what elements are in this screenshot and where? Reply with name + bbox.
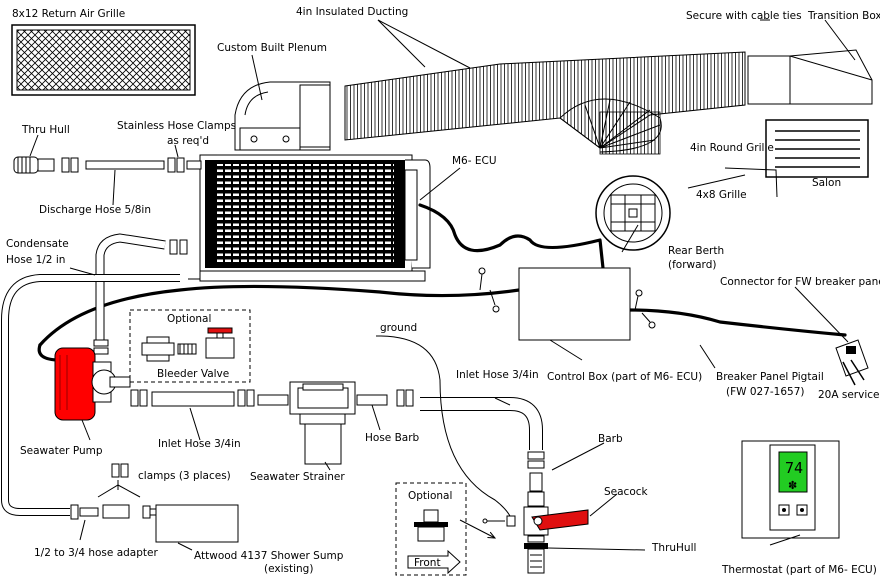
- hose-clamps-strainer-out: [396, 389, 414, 407]
- label-breaker-pigtail-2: (FW 027-1657): [726, 386, 805, 398]
- drain-loop-hose: [0, 274, 180, 516]
- label-rear-berth-2: (forward): [668, 259, 716, 271]
- hose-barb-right: [356, 394, 388, 406]
- label-bleeder-valve: Bleeder Valve: [157, 368, 229, 380]
- label-clamps-3: clamps (3 places): [138, 470, 231, 482]
- m6-ecu-unit: [188, 154, 431, 282]
- hose-adapter: [70, 504, 157, 520]
- ecu-discharge-stub: [186, 160, 202, 170]
- label-condensate-1: Condensate: [6, 238, 69, 250]
- label-shower-sump-2: (existing): [264, 563, 313, 575]
- label-condensate-2: Hose 1/2 in: [6, 254, 65, 266]
- label-ground: ground: [380, 322, 417, 334]
- label-shower-sump-1: Attwood 4137 Shower Sump: [194, 550, 344, 562]
- label-stainless-clamps-2: as req'd: [167, 135, 209, 147]
- ground-wire: [375, 335, 516, 527]
- label-round-grille: 4in Round Grille: [690, 142, 774, 154]
- thermostat: [741, 440, 840, 539]
- custom-plenum: [234, 81, 331, 151]
- label-optional-2: Optional: [408, 490, 452, 502]
- round-grille-4in: [765, 119, 869, 178]
- thermostat-fan-icon: ✽: [788, 479, 797, 492]
- transition-box: [747, 49, 873, 105]
- label-fw-connector: Connector for FW breaker panel.: [720, 276, 880, 288]
- inlet-hose-right: [420, 397, 543, 450]
- hose-clamps-discharge: [61, 157, 185, 173]
- control-box: [518, 267, 631, 341]
- wire-terminals: [478, 267, 656, 329]
- shower-sump: [155, 504, 239, 543]
- label-return-air-grille: 8x12 Return Air Grille: [12, 8, 125, 20]
- label-grille-4x8: 4x8 Grille: [696, 189, 747, 201]
- label-insulated-ducting: 4in Insulated Ducting: [296, 6, 408, 18]
- label-salon: Salon: [812, 177, 841, 189]
- label-transition-box: Transition Box: [807, 10, 880, 22]
- insulated-ducting: [344, 51, 746, 155]
- label-seawater-strainer: Seawater Strainer: [250, 471, 345, 483]
- thermostat-display: 74: [785, 459, 803, 477]
- leader-lines: [29, 19, 856, 551]
- thru-hull-fitting: [13, 156, 55, 174]
- hose-clamps-inlet-left: [130, 389, 255, 407]
- label-stainless-clamps-1: Stainless Hose Clamps: [117, 120, 236, 132]
- seawater-strainer: [289, 381, 356, 465]
- hose-clamps-condensate: [93, 239, 188, 355]
- return-air-grille: [11, 24, 196, 96]
- seawater-pump: [54, 347, 131, 421]
- label-custom-plenum: Custom Built Plenum: [217, 42, 327, 54]
- grille-4x8: [595, 175, 671, 251]
- label-thruhull-right: ThruHull: [651, 542, 696, 554]
- seacock-assembly: [523, 472, 589, 574]
- label-inlet-hose-left: Inlet Hose 3/4in: [158, 438, 241, 450]
- label-discharge-hose: Discharge Hose 5/8in: [39, 204, 151, 216]
- breaker-connector: [835, 339, 869, 386]
- label-m6-ecu: M6- ECU: [452, 155, 497, 167]
- discharge-hose: [85, 160, 165, 170]
- optional-front-box: [395, 482, 467, 576]
- label-seacock: Seacock: [604, 486, 649, 498]
- label-seawater-pump: Seawater Pump: [20, 445, 103, 457]
- label-cable-ties: Secure with cable ties: [686, 10, 802, 22]
- label-hose-barb: Hose Barb: [365, 432, 420, 444]
- label-breaker-pigtail-1: Breaker Panel Pigtail: [716, 371, 824, 383]
- inlet-hose-left: [151, 391, 235, 407]
- label-hose-adapter: 1/2 to 3/4 hose adapter: [34, 547, 158, 559]
- label-control-box: Control Box (part of M6- ECU): [547, 371, 702, 383]
- hose-barb-left: [257, 394, 289, 406]
- label-20a-service: 20A service: [818, 389, 880, 401]
- label-barb: Barb: [598, 433, 623, 445]
- hose-clamps-3-places: [111, 463, 129, 478]
- label-inlet-hose-right: Inlet Hose 3/4in: [456, 369, 539, 381]
- label-thru-hull: Thru Hull: [21, 124, 70, 136]
- label-thermostat: Thermostat (part of M6- ECU): [721, 564, 877, 576]
- condensate-hose: [95, 233, 166, 340]
- bleeder-valve: [129, 309, 251, 383]
- label-front: Front: [414, 557, 441, 569]
- label-rear-berth-1: Rear Berth: [668, 245, 724, 257]
- label-optional-1: Optional: [167, 313, 211, 325]
- hose-clamps-seacock: [527, 451, 545, 469]
